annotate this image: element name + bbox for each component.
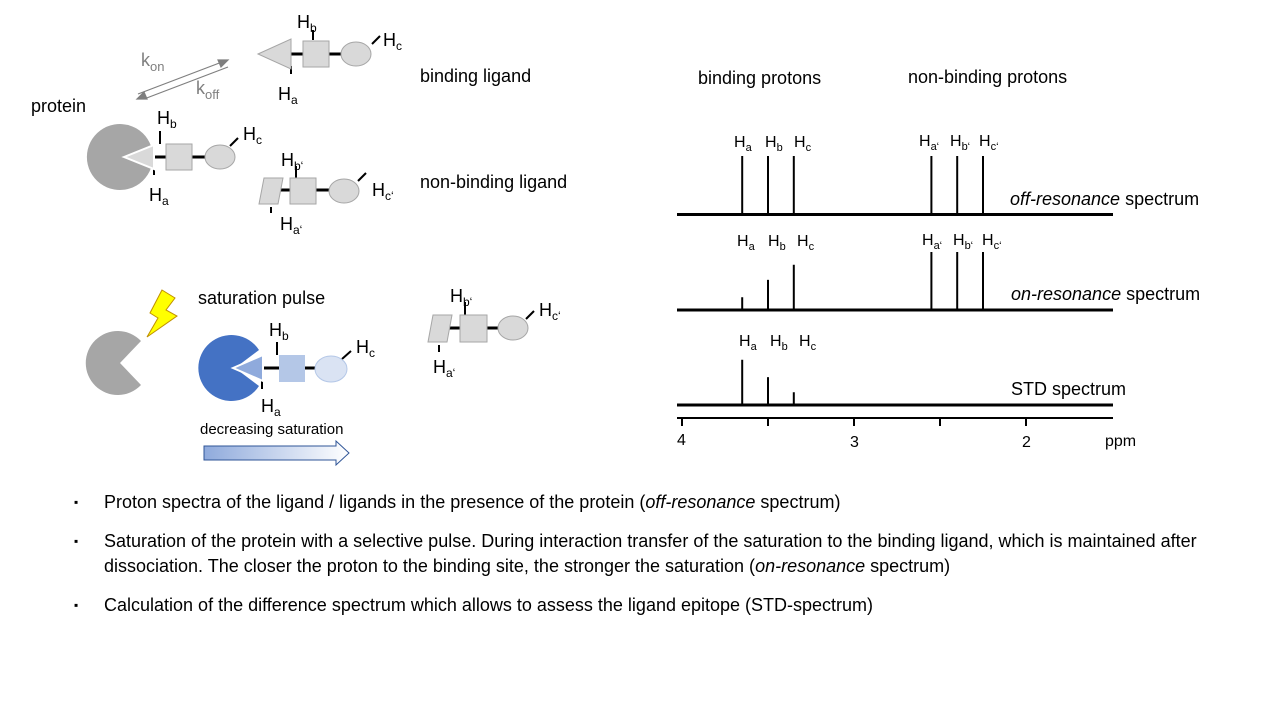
kon-label: kon: [141, 50, 165, 74]
saturation-pulse-label: saturation pulse: [198, 288, 326, 308]
non-binding-protons-label: non-binding protons: [908, 67, 1068, 87]
ligand-triangle-a: [256, 38, 292, 70]
off-resonance-spectrum-label: off-resonance spectrum: [1010, 189, 1200, 209]
list-item: ▪ Proton spectra of the ligand / ligands…: [74, 490, 1234, 515]
axis-tick-label-4: 4: [677, 432, 686, 449]
axis-ticks: [681, 418, 1027, 426]
koff-label: koff: [196, 78, 220, 102]
ligand-triangle-a: [121, 143, 155, 171]
proton-label-hb-prime: Hb‘: [281, 150, 304, 173]
axis-unit-label: ppm: [1105, 433, 1137, 450]
ligand-square-b: [459, 314, 488, 343]
ligand-oval-c: [314, 355, 348, 383]
free-binding-ligand: [256, 30, 381, 74]
proton-label-ha: Ha: [278, 84, 298, 107]
axis-tick-label-2: 2: [1022, 434, 1031, 451]
ligand-square-b: [279, 355, 305, 382]
proton-label-ha: Ha: [149, 185, 169, 208]
ligand-square-b: [165, 143, 193, 171]
ligand-triangle-a: [230, 353, 264, 383]
saturated-protein: [198, 335, 259, 402]
std-spectrum-label: STD spectrum: [1011, 379, 1127, 399]
proton-label-hb: Hb: [157, 108, 177, 131]
peak-label-hb: Hb: [770, 333, 788, 353]
proton-label-ha-prime: Ha‘: [280, 214, 303, 237]
binding-ligand-label: binding ligand: [420, 66, 532, 86]
peak-label-ha: Ha: [737, 233, 755, 253]
proton-label-hb-prime: Hb‘: [450, 286, 473, 309]
proton-label-hc: Hc: [356, 337, 375, 360]
peak-label-ha-prime: Ha‘: [919, 133, 940, 153]
proton-label-hc: Hc: [243, 124, 262, 147]
bullet-mark: ▪: [74, 598, 79, 612]
peak-label-hc-prime: Hc‘: [979, 133, 999, 153]
proton-label-hc-prime: Hc‘: [539, 300, 561, 323]
ligand-oval-c: [340, 41, 372, 67]
peak-label-ha: Ha: [734, 134, 752, 154]
peak-label-hb-prime: Hb‘: [953, 232, 974, 252]
proton-label-ha-prime: Ha‘: [433, 357, 456, 380]
saturated-complex: [198, 335, 352, 402]
explanation-list: ▪ Proton spectra of the ligand / ligands…: [74, 490, 1234, 632]
bullet-mark: ▪: [74, 534, 79, 548]
equilibrium-arrows-icon: [135, 59, 230, 100]
peak-label-hb-prime: Hb‘: [950, 133, 971, 153]
peak-label-hc: Hc: [799, 333, 817, 353]
ligand-oval-c: [204, 144, 236, 170]
non-binding-ligand: [258, 166, 367, 213]
peak-label-hc-prime: Hc‘: [982, 232, 1002, 252]
list-item: ▪ Calculation of the difference spectrum…: [74, 593, 1234, 618]
ligand-oval-c: [328, 178, 360, 204]
lightning-bolt-icon: [146, 289, 178, 338]
ligand-oval-c: [497, 315, 529, 341]
proton-label-hb: Hb: [297, 12, 317, 35]
decreasing-saturation-label: decreasing saturation: [200, 421, 344, 438]
protein-label: protein: [31, 96, 87, 116]
spectra-frame: [677, 213, 1113, 419]
peak-label-hb: Hb: [768, 233, 786, 253]
protein-ligand-complex: [86, 124, 239, 191]
spectrum-peaks: [741, 156, 984, 405]
ligand-square-b: [302, 40, 330, 68]
non-binding-ligand: [427, 302, 535, 352]
protein-pacman: [86, 124, 151, 191]
peak-label-hc: Hc: [794, 134, 812, 154]
binding-protons-label: binding protons: [698, 68, 822, 88]
on-resonance-spectrum-label: on-resonance spectrum: [1011, 284, 1201, 304]
ligand-parallelogram-a: [427, 314, 453, 343]
list-item: ▪ Saturation of the protein with a selec…: [74, 531, 1197, 576]
peak-label-hc: Hc: [797, 233, 815, 253]
proton-label-ha: Ha: [261, 396, 281, 419]
non-binding-ligand-label: non-binding ligand: [420, 172, 568, 192]
peak-label-hb: Hb: [765, 134, 783, 154]
peak-label-ha-prime: Ha‘: [922, 232, 943, 252]
peak-label-ha: Ha: [739, 333, 757, 353]
axis-tick-label-3: 3: [850, 434, 859, 451]
proton-label-hc: Hc: [383, 30, 402, 53]
ligand-square-b: [289, 177, 317, 205]
ligand-parallelogram-a: [258, 177, 284, 205]
protein-pacman: [85, 331, 141, 396]
proton-label-hb: Hb: [269, 320, 289, 343]
proton-label-hc-prime: Hc‘: [372, 180, 394, 203]
gradient-arrow-icon: [203, 439, 350, 467]
bullet-mark: ▪: [74, 495, 79, 509]
